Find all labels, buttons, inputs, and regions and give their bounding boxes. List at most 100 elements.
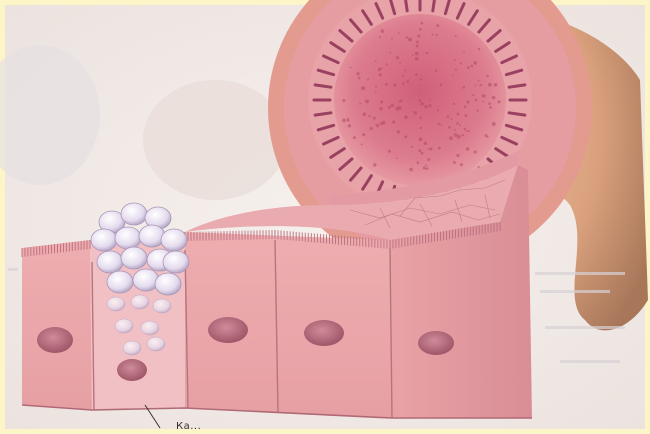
lumen-speck (464, 106, 466, 108)
lumen-speck (488, 83, 492, 87)
goblet-cell-label: Ка... (176, 421, 201, 433)
lumen-speck (466, 147, 470, 151)
lumen-speck (451, 118, 453, 120)
lumen-speck (423, 166, 426, 169)
lumen-speck (456, 154, 459, 157)
lumen-speck (373, 117, 376, 120)
lumen-speck (397, 130, 400, 133)
lumen-speck (420, 78, 423, 81)
cell-nucleus (304, 320, 344, 346)
lumen-speck (379, 73, 382, 76)
lumen-speck (404, 115, 408, 119)
lumen-speck (436, 34, 438, 36)
lumen-speck (376, 124, 379, 127)
lumen-speck (404, 135, 407, 138)
lumen-speck (419, 137, 423, 141)
mucus-vesicle (115, 227, 141, 249)
mucus-vesicle (107, 271, 133, 293)
lumen-speck (455, 69, 457, 71)
lumen-speck (478, 48, 481, 51)
lumen-speck (468, 130, 470, 132)
lumen-speck (479, 84, 481, 86)
lumen-speck (448, 126, 451, 129)
lumen-speck (381, 29, 385, 33)
lumen-speck (421, 22, 424, 25)
lumen-speck (399, 100, 401, 102)
lumen-speck (370, 127, 373, 130)
lumen-speck (466, 130, 468, 132)
lumen-speck (350, 67, 352, 69)
lumen-speck (378, 68, 381, 71)
lumen-speck (454, 129, 456, 131)
lumen-speck (460, 62, 462, 64)
lumen-speck (358, 77, 361, 80)
lumen-speck (492, 122, 496, 126)
lumen-speck (412, 54, 414, 56)
lumen-speck (415, 57, 419, 61)
lumen-speck (381, 67, 383, 69)
lumen-speck (426, 167, 428, 169)
lumen-speck (356, 72, 359, 75)
lumen-speck (375, 60, 377, 62)
lumen-speck (474, 150, 477, 153)
mucus-vesicle (153, 299, 171, 313)
lumen-speck (393, 83, 396, 86)
lumen-speck (375, 91, 377, 93)
mucus-vesicle (97, 251, 123, 273)
mucus-vesicle (115, 319, 133, 333)
lumen-speck (492, 96, 495, 99)
lumen-speck (426, 52, 428, 54)
lumen-speck (380, 122, 384, 126)
mucus-vesicle (133, 269, 159, 291)
lumen-speck (362, 133, 365, 136)
lumen-speck (428, 148, 430, 150)
lumen-speck (353, 136, 356, 139)
lumen-speck (348, 124, 351, 127)
lumen-speck (429, 147, 432, 150)
background-blob (143, 80, 287, 200)
lumen-speck (438, 147, 441, 150)
lumen-speck (463, 52, 465, 54)
lumen-speck (379, 107, 382, 110)
lumen-speck (457, 113, 460, 116)
lumen-speck (424, 105, 427, 108)
lumen-speck (365, 100, 368, 103)
lumen-speck (449, 136, 453, 140)
lumen-speck (420, 102, 424, 106)
lumen-speck (427, 158, 430, 161)
lumen-speck (462, 86, 465, 89)
lumen-speck (396, 56, 399, 59)
mucus-vesicle (121, 203, 147, 225)
lumen-speck (386, 63, 388, 65)
lumen-speck (467, 66, 470, 69)
lumen-speck (413, 111, 415, 113)
lumen-speck (415, 52, 419, 56)
lumen-speck (419, 99, 422, 102)
lumen-speck (477, 109, 479, 111)
lumen-speck (359, 103, 361, 105)
mucus-vesicle (141, 321, 159, 335)
lumen-speck (489, 106, 492, 109)
mucus-vesicle (107, 297, 125, 311)
lumen-speck (446, 115, 449, 118)
mucus-vesicle (131, 295, 149, 309)
lumen-speck (362, 112, 366, 116)
mucus-vesicle (155, 273, 181, 295)
lumen-speck (420, 127, 422, 129)
lumen-speck (453, 103, 455, 105)
lumen-speck (367, 78, 369, 80)
lumen-speck (389, 52, 391, 54)
lumen-speck (474, 99, 477, 102)
lumen-speck (417, 161, 420, 164)
lumen-speck (472, 94, 474, 96)
lumen-speck (390, 104, 394, 108)
lumen-speck (375, 86, 377, 88)
lumen-speck (391, 38, 393, 40)
lumen-speck (416, 41, 419, 44)
lumen-speck (388, 106, 391, 109)
lumen-speck (415, 73, 418, 76)
lumen-speck (438, 123, 440, 125)
lumen-speck (417, 35, 420, 38)
lumen-speck (398, 32, 400, 34)
